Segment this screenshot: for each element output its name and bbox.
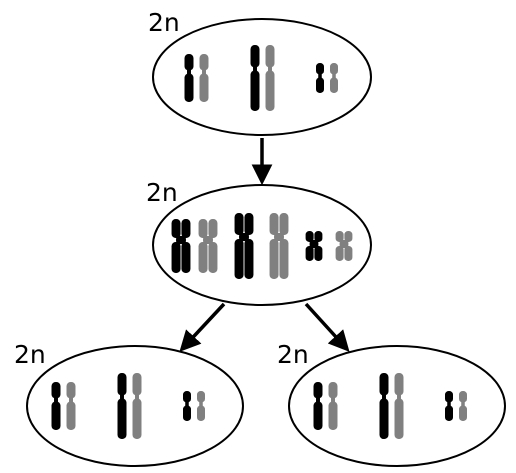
chromosomes-daughter-left	[51, 373, 205, 439]
chromosome-3-paternal	[330, 63, 338, 93]
arrow-to-daughter-right	[304, 302, 350, 352]
parent-cell	[152, 18, 372, 136]
chromosome-2-maternal	[379, 373, 389, 439]
chromosome-1-paternal	[328, 382, 338, 430]
chromosome-1-paternal	[199, 54, 209, 102]
chromosome-1-maternal	[313, 382, 323, 430]
chromosome-1-paternal	[66, 382, 76, 430]
replicated-chromosome-2-maternal	[234, 213, 254, 279]
ploidy-label-daughter-right: 2n	[277, 340, 309, 369]
replicated-chromosome-1-maternal	[171, 219, 191, 273]
chromosome-2-maternal	[117, 373, 127, 439]
chromosome-2-maternal	[250, 45, 260, 111]
ploidy-label-parent: 2n	[148, 8, 180, 37]
daughter-cell-left	[26, 345, 244, 467]
chromosome-2-paternal	[265, 45, 275, 111]
chromosome-3-maternal	[445, 391, 453, 421]
chromosomes-parent	[184, 45, 338, 111]
chromosome-2-paternal	[132, 373, 142, 439]
arrow-to-daughter-left	[179, 302, 226, 352]
chromosome-3-maternal	[183, 391, 191, 421]
replicated-chromosome-3-maternal	[305, 231, 323, 261]
chromosome-1-maternal	[184, 54, 194, 102]
ploidy-label-daughter-left: 2n	[14, 340, 46, 369]
chromosome-3-paternal	[459, 391, 467, 421]
ploidy-label-replicated: 2n	[146, 178, 178, 207]
daughter-cell-right	[288, 345, 506, 467]
chromosome-2-paternal	[394, 373, 404, 439]
chromosomes-daughter-right	[313, 373, 467, 439]
chromosome-3-paternal	[197, 391, 205, 421]
chromosome-3-maternal	[316, 63, 324, 93]
chromosomes-replicated	[171, 213, 353, 279]
replicated-chromosome-1-paternal	[198, 219, 218, 273]
chromosome-1-maternal	[51, 382, 61, 430]
replicated-chromosome-3-paternal	[335, 231, 353, 261]
replicated-chromosome-2-paternal	[269, 213, 289, 279]
